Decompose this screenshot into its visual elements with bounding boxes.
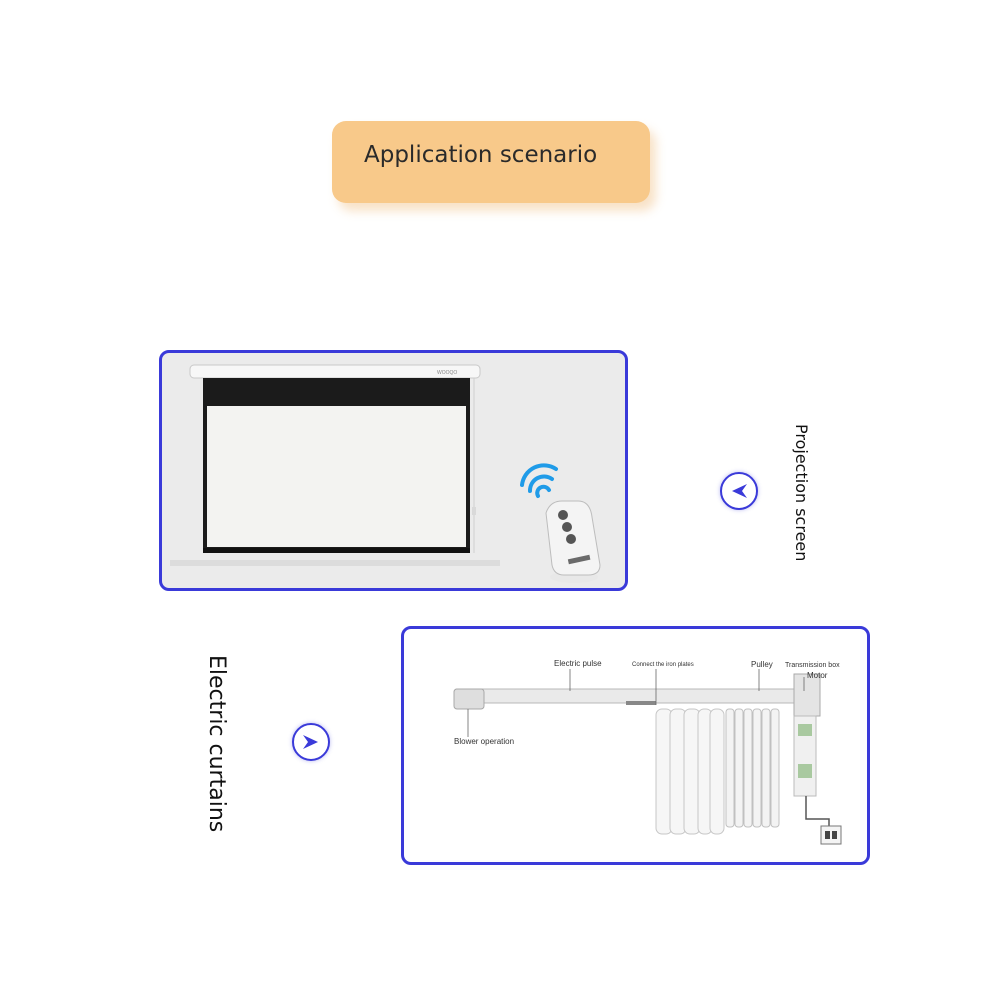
label-blower-operation: Blower operation: [454, 737, 515, 746]
projection-screen-panel: WOOQO: [159, 350, 628, 591]
title-badge: [332, 121, 650, 203]
label-transmission-box: Transmission box: [785, 662, 840, 669]
label-iron-plates: Connect the iron plates: [632, 662, 694, 668]
label-electric-pulse: Electric pulse: [554, 659, 602, 668]
curtain-track-diagram: [453, 669, 842, 845]
remote-control-icon: [545, 500, 601, 583]
arrow-left-icon: [732, 484, 747, 498]
projection-screen-illustration: WOOQO: [170, 364, 500, 566]
wifi-signal-icon: [520, 463, 558, 498]
electric-curtains-label: Electric curtains: [204, 655, 229, 833]
label-pulley: Pulley: [751, 660, 773, 669]
projection-brand-text: WOOQO: [437, 370, 457, 376]
projection-screen-label: Projection screen: [792, 424, 811, 562]
electric-curtains-panel: Electric pulse Connect the iron plates P…: [401, 626, 870, 865]
arrow-right-icon: [303, 735, 318, 749]
prev-arrow-button[interactable]: [720, 472, 758, 510]
next-arrow-button[interactable]: [292, 723, 330, 761]
page-title: Application scenario: [364, 142, 598, 168]
label-motor: Motor: [807, 671, 828, 680]
